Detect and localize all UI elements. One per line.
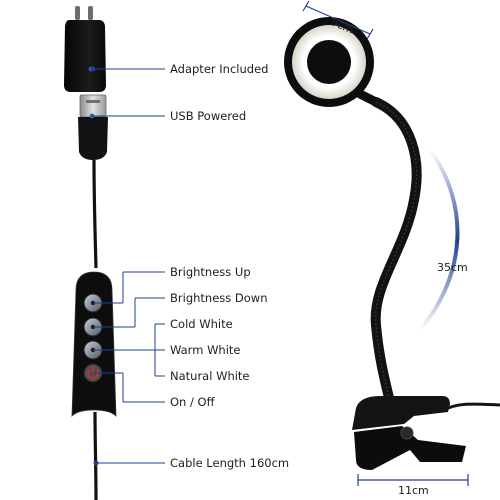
usb-connector-icon (78, 94, 108, 160)
adapter-included-label: Adapter Included (170, 62, 269, 76)
warm-white-label: Warm White (170, 343, 241, 357)
cold-white-label: Cold White (170, 317, 233, 331)
dimension-lines (302, 0, 469, 486)
neck-length-label: 35cm (437, 261, 468, 274)
brightness-up-label: Brightness Up (170, 265, 251, 279)
usb-powered-label: USB Powered (170, 109, 247, 123)
clip-width-label: 11cm (398, 484, 429, 497)
on-off-label: On / Off (170, 395, 215, 409)
natural-white-label: Natural White (170, 369, 250, 383)
ring-lamp-icon (284, 17, 383, 108)
clamp-icon (352, 396, 500, 470)
cable-length-label: Cable Length 160cm (170, 456, 290, 470)
callout-leaders (90, 66, 165, 466)
inline-controller (71, 271, 117, 417)
adapter-plug-icon (64, 6, 106, 92)
brightness-down-label: Brightness Down (170, 291, 268, 305)
